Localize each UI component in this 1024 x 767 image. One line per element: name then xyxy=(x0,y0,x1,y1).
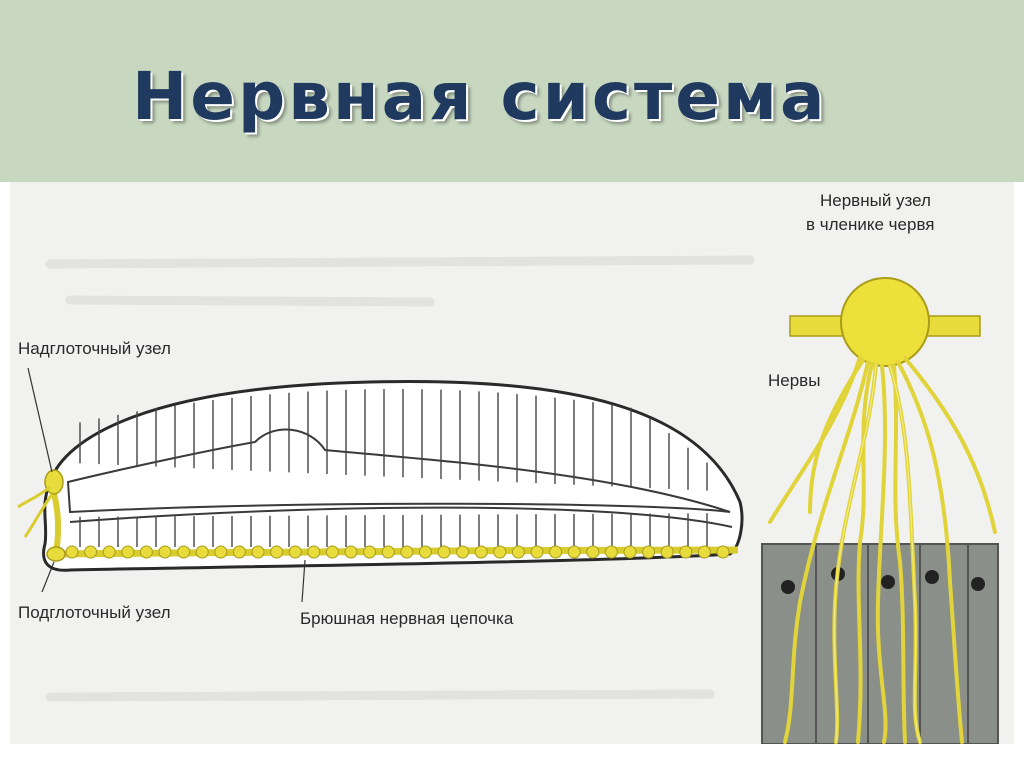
nerve-chain-ganglia xyxy=(65,545,730,559)
ghost-text xyxy=(45,255,755,702)
slide-title: Нервная система xyxy=(132,58,828,135)
label-supraesophageal-ganglion: Надглоточный узел xyxy=(18,339,171,358)
worm-segments xyxy=(79,389,708,547)
label-ganglion-line2: в членике червя xyxy=(806,215,935,234)
nervous-system-diagram xyxy=(17,255,999,744)
worm-gut xyxy=(66,428,731,514)
diagram-area: Надглоточный узел Подглоточный узел Брюш… xyxy=(10,182,1014,744)
slide-header: Нервная система xyxy=(0,0,1024,182)
label-subesophageal-ganglion: Подглоточный узел xyxy=(18,603,171,622)
worm-outline xyxy=(42,380,744,572)
head-ganglia xyxy=(17,469,66,562)
nerve-fibers-highlight xyxy=(833,363,921,743)
worm-body xyxy=(42,380,744,572)
label-nerves: Нервы xyxy=(768,371,821,390)
ventral-nerve-chain xyxy=(51,545,739,559)
bottom-strip xyxy=(0,744,1024,767)
leader-lines xyxy=(27,367,306,603)
nerve-ganglion-icon xyxy=(789,277,981,367)
label-ganglion-line1: Нервный узел xyxy=(820,191,931,210)
label-ventral-nerve-chain: Брюшная нервная цепочка xyxy=(300,609,514,628)
